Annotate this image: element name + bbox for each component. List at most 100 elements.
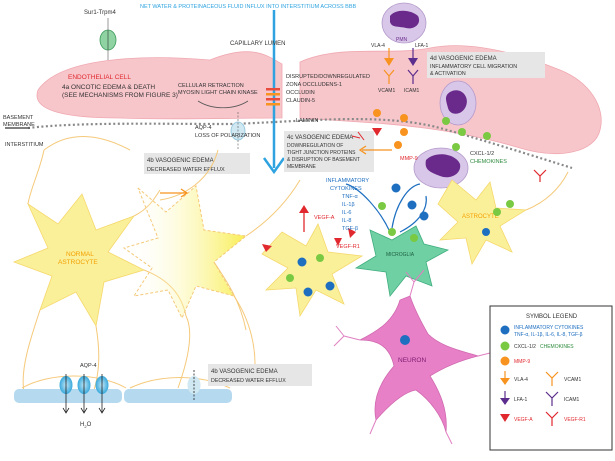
edema-4b-lower-line1: 4b VASOGENIC EDEMA (211, 369, 278, 375)
aqp4-top-line1: AQP-4 (195, 125, 212, 131)
junction-line4: CLAUDIN-5 (286, 98, 315, 104)
legend-vcam1-label: VCAM1 (564, 377, 581, 383)
efflux-orange-arrow-head (180, 188, 189, 198)
pmn-cell-low (413, 147, 469, 189)
endothelial-vegf-markers (351, 128, 547, 182)
legend-vcam1-symbol (545, 371, 559, 386)
normal-astro-line2: ASTROCYTE (58, 259, 98, 266)
pmn-vcam1-label: VCAM1 (378, 88, 395, 94)
edema-4a-line2: (SEE MECHANISMS FROM FIGURE 3) (62, 92, 178, 99)
junction-line3: OCCLUDIN (286, 90, 315, 96)
cytokines-line4: IL-1β (342, 202, 355, 208)
water-o: O (87, 422, 92, 428)
tight-junction (266, 88, 280, 106)
water-sub: 2 (84, 424, 87, 429)
basement-membrane-line2: MEMBRANE (3, 122, 35, 128)
edema-4a-line1: 4a ONCOTIC EDEMA & DEATH (62, 84, 155, 91)
cytokines-line3: TNF-α (342, 194, 359, 200)
right-astrocyte-label: ASTROCYTE (462, 214, 499, 220)
cytokines-line2: CYTOKINES (330, 186, 362, 192)
interstitium-label: INTERSTITIUM (5, 142, 44, 148)
basement-membrane-line (27, 118, 573, 170)
legend-lfa1-label: LFA-1 (514, 397, 528, 403)
edema-4c-line1: 4c VASOGENIC EDEMA (287, 135, 353, 141)
laminin-label: LAMININ (296, 118, 318, 124)
pmn-lfa1-label: LFA-1 (415, 43, 429, 49)
legend-vegfa-label: VEGF-A (514, 417, 533, 423)
vegfa-label: VEGF-A (314, 215, 335, 221)
water-h: H (80, 422, 84, 428)
water-label: H2O (80, 422, 92, 429)
microglia: MICROGLIA (354, 202, 450, 297)
endothelial-cell-label: ENDOTHELIAL CELL (68, 74, 131, 81)
endothelial-green-dots (442, 117, 491, 151)
edema-4b-lower-line2: DECREASED WATER EFFLUX (211, 378, 286, 384)
cytokines-line1: INFLAMMATORY (326, 178, 369, 184)
normal-astro-line1: NORMAL (66, 251, 94, 258)
legend-cytokine-dot (500, 325, 510, 335)
mmp9-arrow-head (358, 145, 367, 155)
cytokines-line6: IL-8 (342, 218, 351, 224)
normal-astrocyte: NORMAL ASTROCYTE (12, 193, 146, 328)
legend-cytokines-line2: TNF-α, IL-1β, IL-6, IL-8, TGF-β (514, 332, 583, 338)
legend-title: SYMBOL LEGEND (526, 314, 578, 320)
water-efflux-arrows (62, 370, 195, 414)
legend-vegfa-symbol (500, 414, 510, 422)
right-astrocyte: ASTROCYTE (437, 179, 528, 266)
pmn-icam1-label: ICAM1 (404, 88, 420, 94)
bottom-endfoot-left (21, 375, 127, 389)
edema-4d-line2: INFLAMMATORY CELL MIGRATION (430, 64, 517, 70)
vegf-arrows (262, 205, 356, 252)
influx-label: NET WATER & PROTEINACEOUS FLUID INFLUX I… (140, 4, 356, 10)
pmn-cell-top: PMN (381, 2, 427, 44)
lfa1-icam1-pair: LFA-1 ICAM1 (404, 43, 429, 94)
junction-line1: DISRUPTED/DOWNREGULATED (286, 74, 370, 80)
blue-dot-b (407, 200, 417, 210)
retraction-line2: MYOSIN LIGHT CHAIN KINASE (178, 90, 258, 96)
bottom-membrane-right (124, 389, 232, 403)
retraction-line1: CELLULAR RETRACTION (178, 83, 244, 89)
basement-membrane-line1: BASEMENT (3, 115, 34, 121)
legend-cxcl-dot (500, 341, 510, 351)
pmn-cell-mid (439, 80, 477, 126)
legend-vla4-symbol (500, 371, 510, 385)
edema-4c-line2: DOWNREGULATION OF (287, 143, 343, 149)
neuron-label: NEURON (398, 357, 426, 364)
capillary-lumen-label: CAPILLARY LUMEN (230, 41, 285, 47)
legend-vegfr1-symbol (545, 411, 559, 426)
legend-cytokines-line1: INFLAMMATORY CYTOKINES (514, 325, 584, 331)
legend-icam1-label: ICAM1 (564, 397, 580, 403)
microglia-label: MICROGLIA (386, 252, 415, 258)
edema-4d-box (427, 52, 545, 78)
legend-vegfr1-label: VEGF-R1 (564, 417, 586, 423)
edema-4c-line3: TIGHT JUNCTION PROTEINS (287, 150, 356, 156)
vla4-vcam1-pair: VLA-4 VCAM1 (371, 43, 395, 94)
legend-cxcl-chemo: CHEMOKINES (540, 344, 574, 350)
right-astrocyte-processes (525, 171, 569, 211)
legend-cxcl-label: CXCL-1/2 (514, 344, 536, 350)
cytokines-line5: IL-6 (342, 210, 351, 216)
channel-label: Sur1-Trpm4 (84, 10, 116, 16)
edema-4b-upper-line1: 4b VASOGENIC EDEMA (147, 158, 214, 164)
mmp9-dots (373, 109, 408, 149)
center-astrocyte (261, 223, 364, 318)
endothelial-cell-body (36, 51, 283, 120)
pmn-label: PMN (396, 37, 408, 43)
legend-lfa1-symbol (500, 391, 510, 405)
legend-icam1-symbol (545, 391, 559, 406)
cytokines-line7: TGF-β (342, 226, 358, 232)
junction-line2: ZONA OCCLUDENS-1 (286, 82, 342, 88)
aqp4-top-line2: LOSS OF POLARIZATION (195, 133, 260, 139)
neuron: NEURON (333, 269, 507, 445)
retraction-arrow (197, 100, 249, 109)
blue-dot-c (419, 211, 429, 221)
bottom-membrane-left (14, 389, 122, 403)
blue-dot-a (391, 183, 401, 193)
mmp9-label: MMP-9 (400, 156, 418, 162)
edema-4b-upper-line2: DECREASED WATER EFFLUX (147, 167, 225, 173)
cxcl-label-line2: CHEMOKINES (470, 159, 507, 165)
edema-4d-line3: & ACTIVATION (430, 71, 466, 77)
aqp4-bottom-label: AQP-4 (80, 363, 97, 369)
symbol-legend: SYMBOL LEGEND INFLAMMATORY CYTOKINES TNF… (489, 305, 613, 451)
